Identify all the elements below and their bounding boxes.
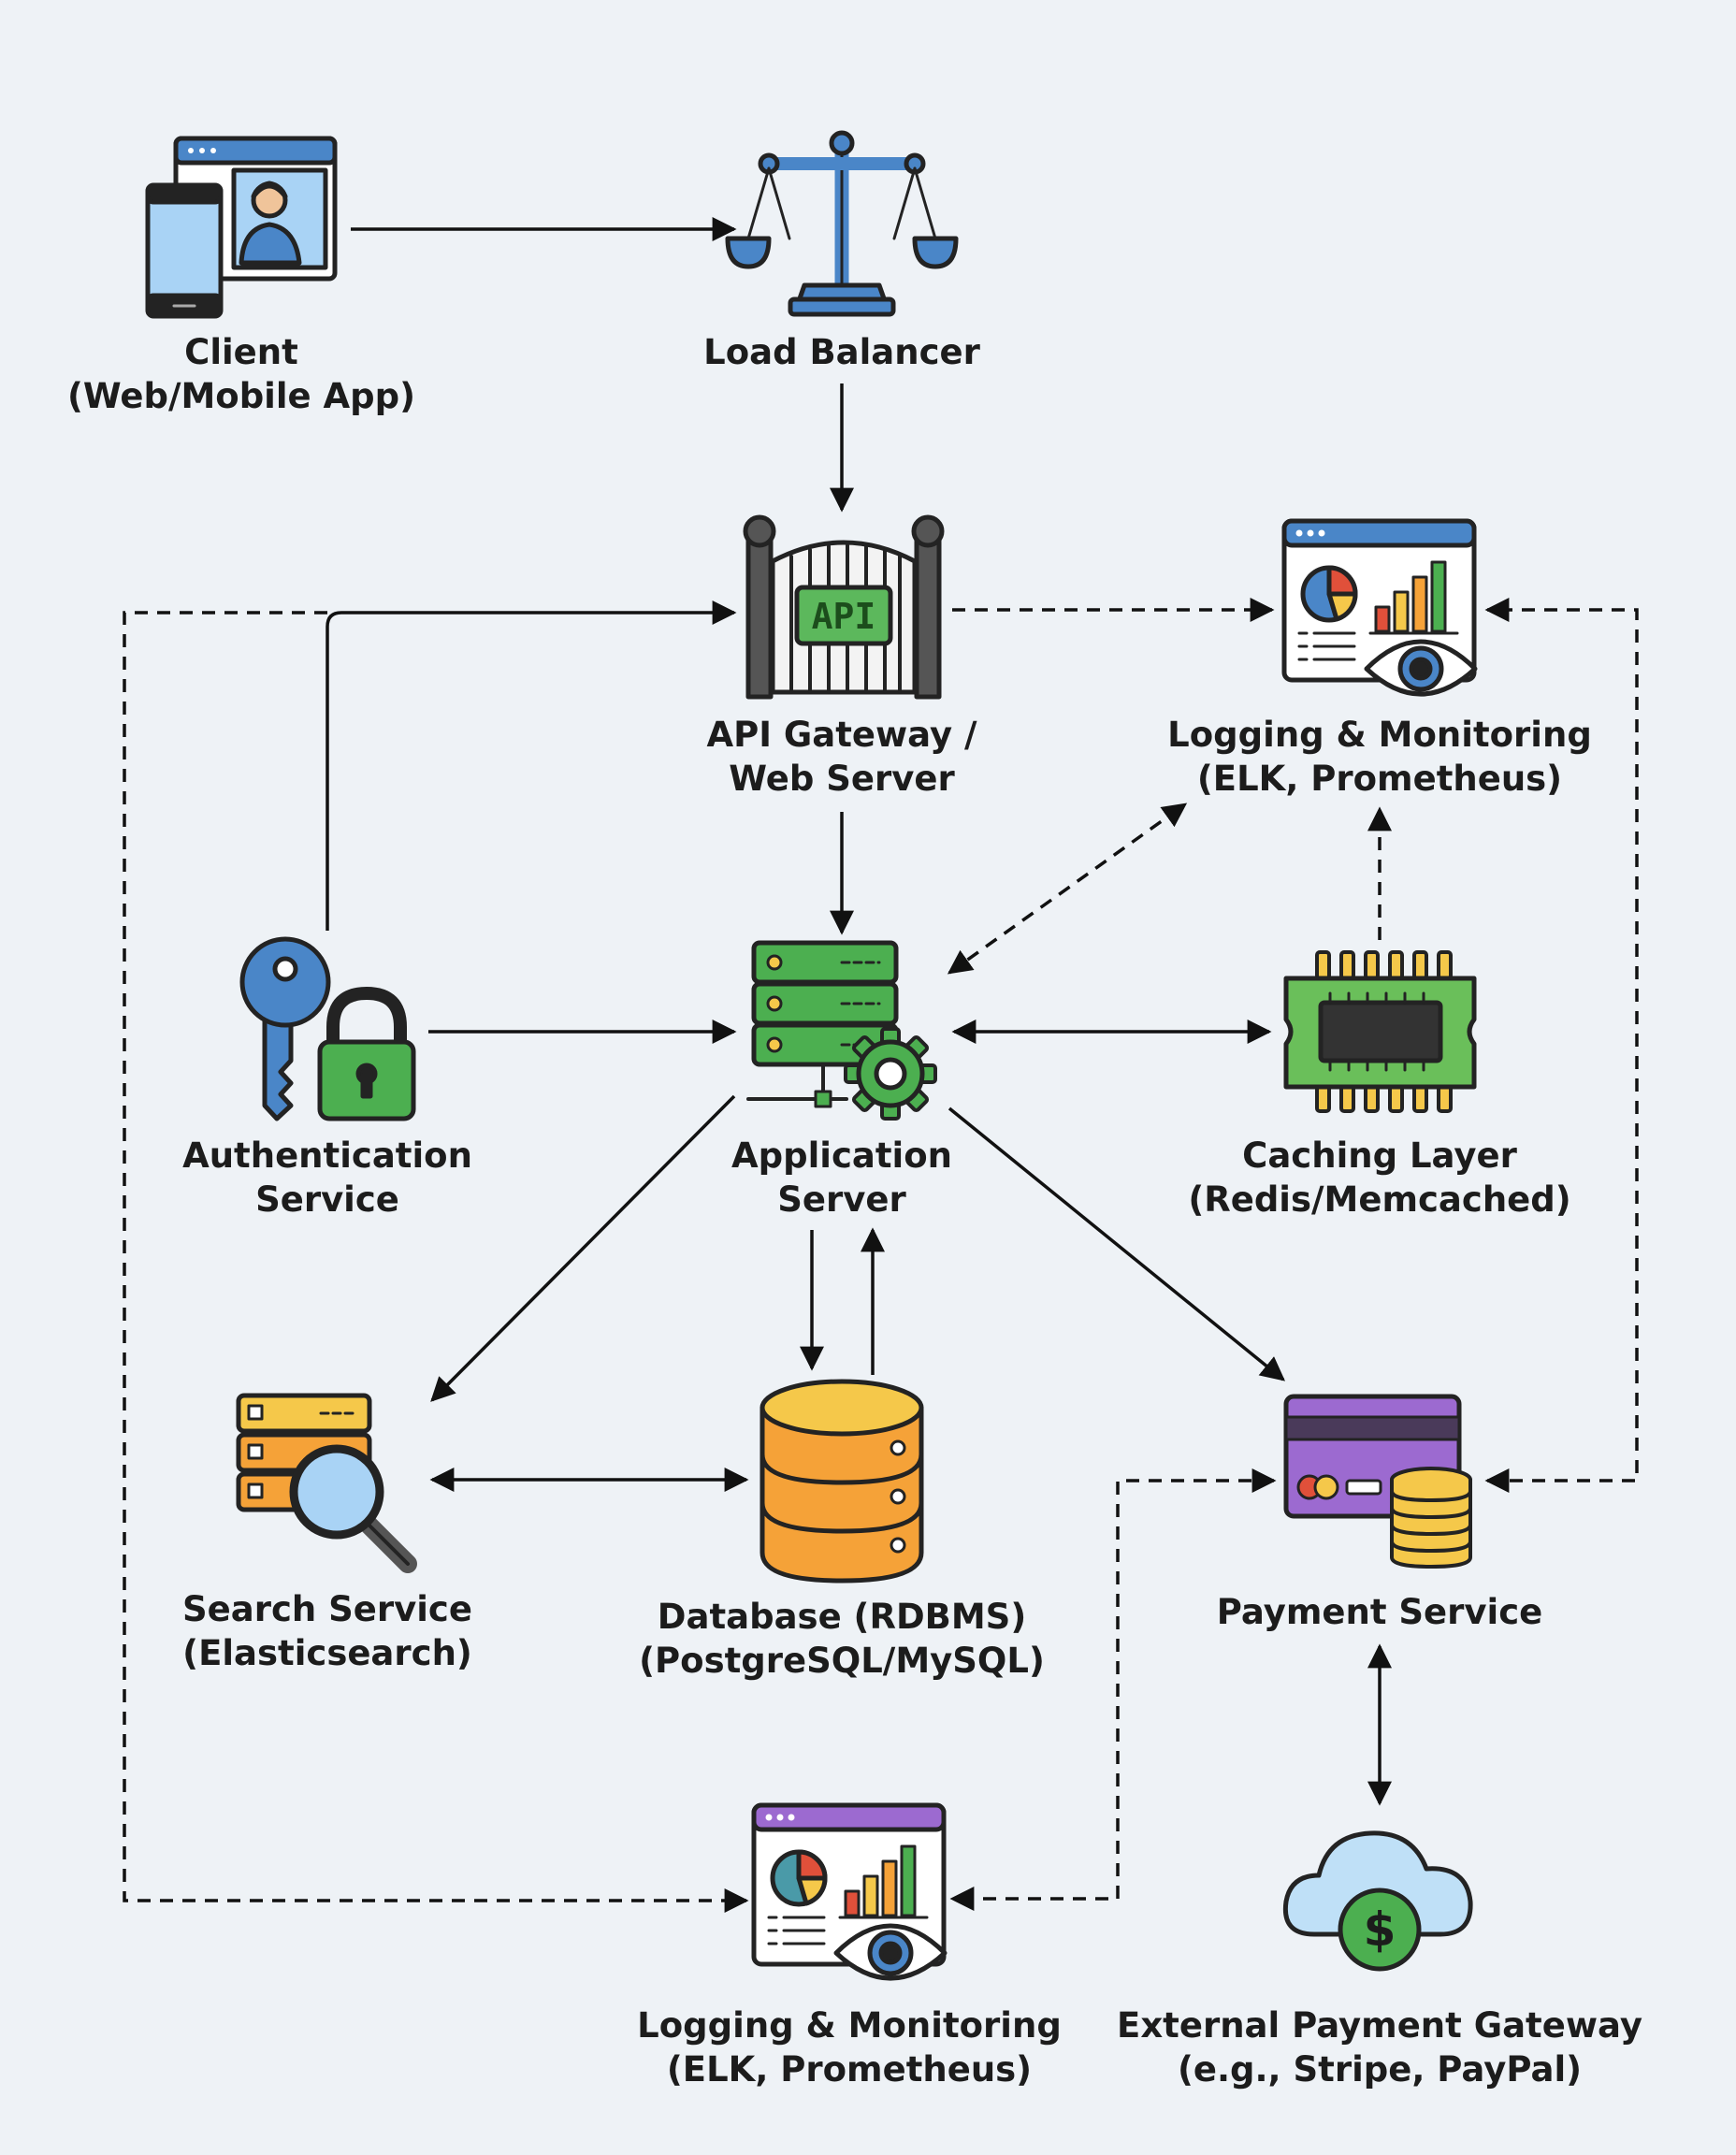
database-cylinder-icon [760,1379,924,1584]
cache-label: Caching Layer(Redis/Memcached) [1188,1135,1571,1220]
api-gateway-label: API Gateway /Web Server [706,715,977,799]
api-badge-text: API [812,596,876,637]
database-label: Database (RDBMS)(PostgreSQL/MySQL) [639,1597,1045,1681]
external-gateway-label: External Payment Gateway(e.g., Stripe, P… [1117,2005,1642,2090]
cloud-dollar-icon: $ [1282,1830,1473,1972]
server-gear-icon [746,940,937,1121]
client-device-icon [145,136,338,319]
arrow-appserver-to-search [430,1094,736,1402]
dashed-appserver-logging [947,803,1188,975]
monitoring-dashboard-icon [1281,518,1478,697]
dollar-glyph: $ [1364,1902,1396,1957]
arrow-auth-to-gateway [326,600,737,931]
logging-bottom-label: Logging & Monitoring(ELK, Prometheus) [637,2005,1062,2090]
search-label: Search Service(Elasticsearch) [182,1589,472,1673]
server-magnifier-icon [236,1393,417,1573]
dashed-left-loop [123,611,749,1913]
card-coins-icon [1283,1394,1472,1569]
arrow-appserver-to-payment [948,1106,1286,1381]
monitoring-dashboard-icon [751,1802,948,1981]
logging-top-label: Logging & Monitoring(ELK, Prometheus) [1167,715,1592,799]
dashed-payment-to-bottom-logging [949,1468,1277,1911]
api-gate-icon: API [743,514,945,700]
key-lock-icon [239,936,416,1121]
load-balancer-label: Load Balancer [703,332,980,372]
dashed-payment-to-logging [1484,598,1639,1493]
client-label: Client(Web/Mobile App) [66,332,416,416]
memory-chip-icon [1283,950,1477,1113]
balance-scale-icon [725,130,959,317]
payment-label: Payment Service [1216,1592,1543,1632]
